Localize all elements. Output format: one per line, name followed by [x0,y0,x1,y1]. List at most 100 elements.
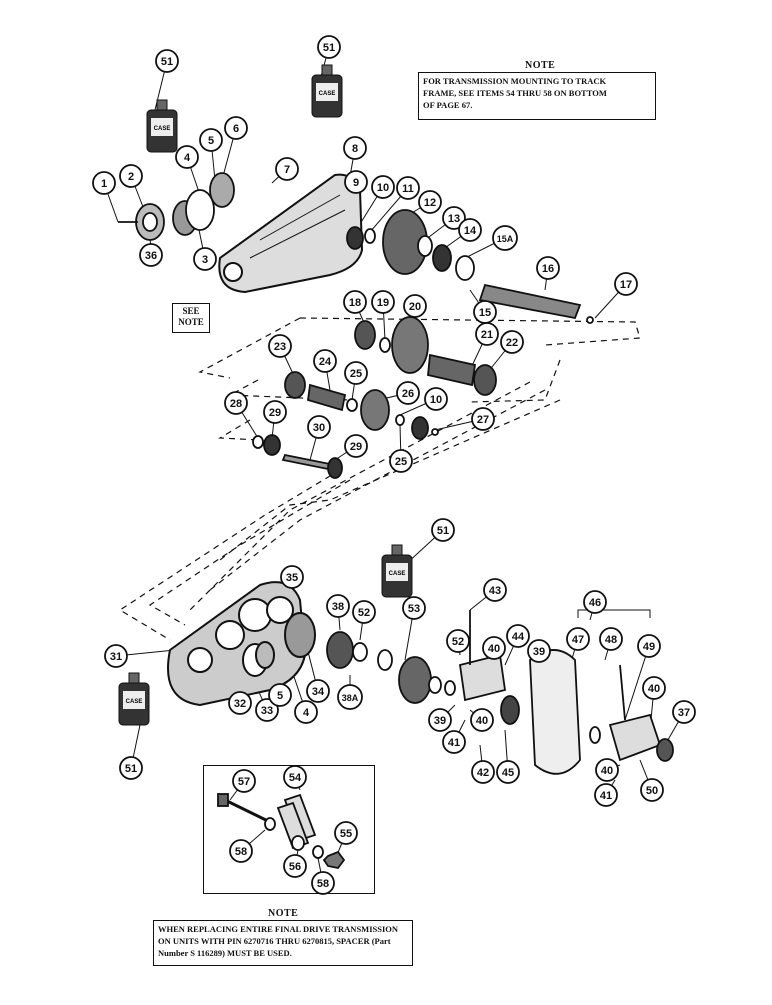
callout-label: 8 [352,143,358,155]
callout-label: 40 [488,643,500,655]
callout-1: 1 [92,171,116,195]
callout-40: 40 [482,636,506,660]
dashed-guides [118,317,641,641]
callout-42: 42 [471,760,495,784]
callout-24: 24 [313,349,337,373]
callout-label: 27 [477,414,489,426]
callout-label: 40 [476,715,488,727]
callout-4: 4 [175,145,199,169]
callout-label: 30 [313,422,325,434]
callout-label: 38 [332,601,344,613]
lubricant-can-icon: CASE [146,99,178,153]
callout-label: 3 [202,254,208,266]
callout-25: 25 [389,449,413,473]
callout-label: 49 [643,641,655,653]
callout-label: 52 [452,636,464,648]
callout-36: 36 [139,243,163,267]
see-note-line-2: NOTE [178,317,204,327]
callout-label: 54 [289,772,302,784]
top-note-heading: NOTE [525,60,556,71]
lubricant-can-icon: CASE [381,544,413,598]
callout-label: 34 [312,686,325,698]
callout-43: 43 [483,578,507,602]
callout-label: 31 [110,651,122,663]
callout-41: 41 [594,783,618,807]
callout-label: 47 [572,634,584,646]
callout-14: 14 [458,218,482,242]
callout-6: 6 [224,116,248,140]
callout-label: 35 [286,572,298,584]
see-note-label: SEE NOTE [172,303,210,333]
callout-label: 18 [349,297,361,309]
callout-28: 28 [224,391,248,415]
callout-8: 8 [343,136,367,160]
callout-49: 49 [637,634,661,658]
callout-label: 5 [277,690,283,702]
callout-label: 50 [646,785,658,797]
callout-label: 45 [502,767,514,779]
callout-23: 23 [268,334,292,358]
callout-label: 51 [161,56,173,68]
callout-57: 57 [232,769,256,793]
callout-label: 46 [589,597,601,609]
callout-46: 46 [583,590,607,614]
item-46-bracket [577,609,651,618]
callout-51: 51 [431,518,455,542]
callout-label: 57 [238,776,250,788]
callout-58: 58 [229,839,253,863]
callout-label: 41 [448,737,460,749]
callout-label: 25 [395,456,407,468]
lubricant-cans: CASE CASE CASE CASE [118,64,413,726]
can-label: CASE [389,571,406,577]
callout-39: 39 [428,708,452,732]
lubricant-can-icon: CASE [118,672,150,726]
callout-label: 2 [128,171,134,183]
callout-2: 2 [119,164,143,188]
can-label: CASE [154,126,171,132]
callout-label: 51 [437,525,449,537]
final-drive-parts [326,610,674,775]
callout-32: 32 [228,691,252,715]
callout-55: 55 [334,821,358,845]
callout-51: 51 [119,756,143,780]
mounting-hardware [217,793,346,869]
callout-11: 11 [396,176,420,200]
callout-5: 5 [268,683,292,707]
callout-53: 53 [402,596,426,620]
front-cover-parts [118,172,235,241]
callout-19: 19 [371,290,395,314]
callout-54: 54 [283,765,307,789]
callout-label: 28 [230,398,242,410]
upper-shaft-assembly [346,209,594,324]
can-label: CASE [126,699,143,705]
callout-45: 45 [496,760,520,784]
callout-label: 52 [358,607,370,619]
callout-21: 21 [475,322,499,346]
callout-label: 5 [208,135,214,147]
callout-label: 12 [424,197,436,209]
callout-label: 1 [101,178,107,190]
callout-9: 9 [344,170,368,194]
callout-27: 27 [471,407,495,431]
callout-label: 42 [477,767,489,779]
callout-label: 55 [340,828,352,840]
callout-3: 3 [193,247,217,271]
lower-shaft [252,434,343,479]
bottom-note-box: WHEN REPLACING ENTIRE FINAL DRIVE TRANSM… [153,920,413,966]
callout-51: 51 [317,35,341,59]
callout-label: 21 [481,329,493,341]
can-label: CASE [319,91,336,97]
callout-40: 40 [642,676,666,700]
callout-58: 58 [311,871,335,895]
callout-label: 14 [464,225,477,237]
callout-41: 41 [442,730,466,754]
callout-label: 4 [184,152,191,164]
callout-10: 10 [371,175,395,199]
intermediate-gears [284,316,497,440]
transmission-housing [218,173,364,294]
callout-12: 12 [418,190,442,214]
callout-leader [624,645,650,721]
callout-label: 39 [533,646,545,658]
